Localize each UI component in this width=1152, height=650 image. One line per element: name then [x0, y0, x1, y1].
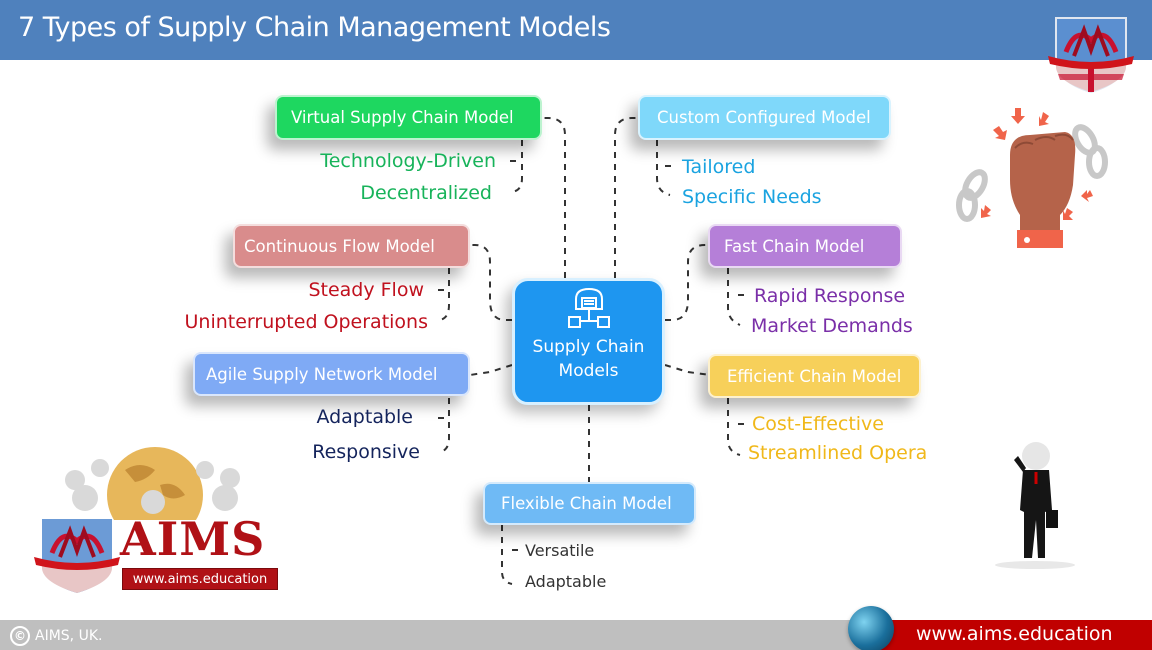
point-rapid-response: Rapid Response [754, 285, 906, 307]
center-node-supply-chain-models: Supply Chain Models [512, 278, 665, 405]
connector-continuous [470, 244, 512, 321]
page-title: 7 Types of Supply Chain Management Model… [18, 12, 611, 43]
globe-people-illustration [65, 447, 240, 520]
point-streamlined-operations: Streamlined Opera [748, 442, 928, 464]
footer-url-link[interactable]: www.aims.education [916, 623, 1113, 645]
center-label-line1: Supply Chain [532, 337, 645, 357]
node-label: Agile Supply Network Model [206, 364, 438, 384]
node-flexible-chain: Flexible Chain Model [483, 482, 696, 525]
point-adaptable-flexible: Adaptable [525, 572, 607, 591]
connector-continuous-subs [438, 268, 450, 321]
connector-custom-subs [656, 140, 672, 196]
node-custom-configured: Custom Configured Model [638, 95, 891, 140]
node-continuous-flow: Continuous Flow Model [233, 224, 470, 268]
center-label: Supply Chain Models [533, 335, 645, 383]
warehouse-network-icon [567, 287, 610, 328]
point-technology-driven: Technology-Driven [320, 150, 496, 172]
businessman-illustration [995, 442, 1075, 569]
node-label: Continuous Flow Model [244, 236, 435, 256]
point-steady-flow: Steady Flow [308, 279, 424, 301]
connector-agile [469, 364, 513, 376]
node-label: Virtual Supply Chain Model [291, 108, 514, 127]
point-market-demands: Market Demands [751, 315, 913, 337]
point-uninterrupted-operations: Uninterrupted Operations [184, 311, 429, 333]
point-tailored: Tailored [682, 156, 756, 178]
connector-fast [665, 244, 710, 321]
connector-virtual [542, 117, 566, 278]
aims-brand-text: AIMS [120, 512, 266, 566]
globe-icon [848, 606, 894, 650]
copyright-icon: © [10, 626, 30, 646]
point-responsive: Responsive [312, 441, 420, 463]
point-decentralized: Decentralized [360, 182, 492, 204]
footer-copyright: © AIMS, UK. [10, 626, 102, 646]
node-label: Fast Chain Model [724, 236, 865, 256]
connector-flexible-subs [501, 525, 518, 585]
connector-efficient-subs [727, 398, 746, 456]
node-label: Flexible Chain Model [501, 494, 672, 513]
header-bar [0, 0, 1152, 60]
fist-breaking-chain-illustration [956, 108, 1108, 248]
connector-virtual-subs [509, 140, 523, 193]
connector-efficient [664, 364, 711, 376]
center-label-line2: Models [558, 361, 619, 381]
aims-crest-logo [1048, 17, 1134, 94]
connector-agile-subs [438, 398, 450, 453]
node-virtual-supply-chain: Virtual Supply Chain Model [275, 95, 542, 140]
footer-url-bar [880, 620, 1152, 650]
point-cost-effective: Cost-Effective [752, 413, 884, 435]
aims-shield-logo [34, 519, 120, 593]
connector-fast-subs [727, 268, 746, 326]
connector-custom [614, 117, 638, 278]
node-efficient-chain: Efficient Chain Model [708, 354, 921, 398]
aims-logo-url: www.aims.education [122, 568, 278, 590]
node-label: Efficient Chain Model [727, 366, 902, 386]
node-label: Custom Configured Model [657, 108, 871, 127]
node-fast-chain: Fast Chain Model [708, 224, 902, 268]
point-specific-needs: Specific Needs [682, 186, 822, 208]
point-adaptable-agile: Adaptable [316, 406, 413, 428]
footer-copyright-text: AIMS, UK. [35, 628, 103, 644]
node-agile-supply-network: Agile Supply Network Model [193, 352, 470, 396]
point-versatile: Versatile [525, 541, 595, 560]
